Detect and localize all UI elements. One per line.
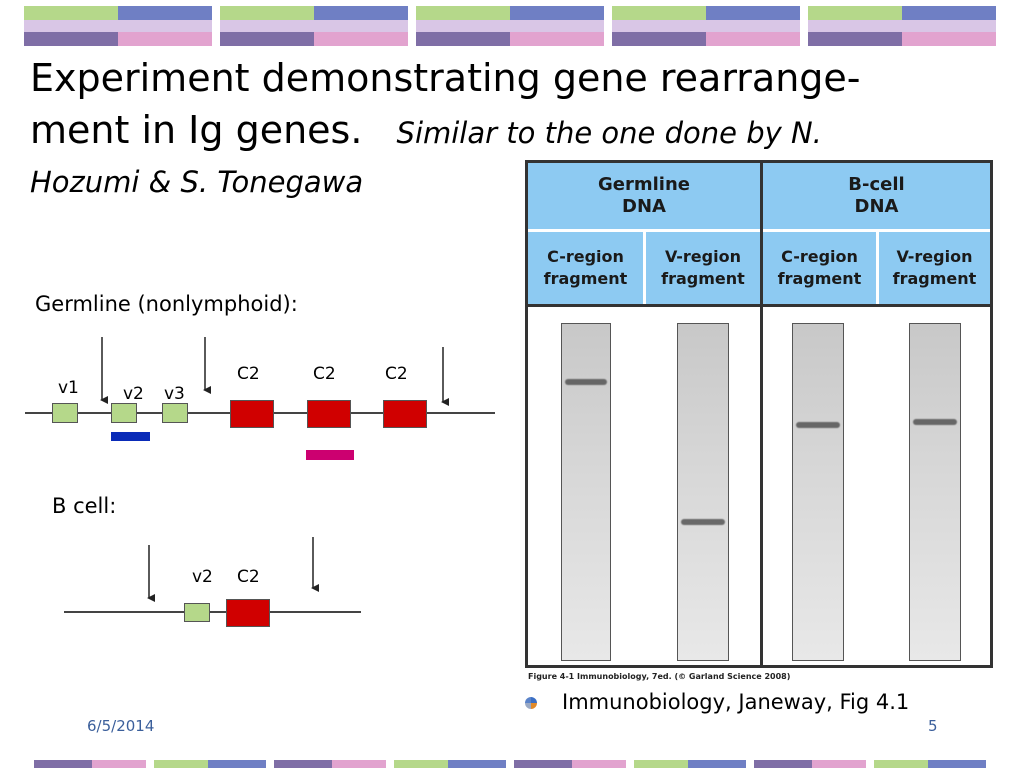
germline-v2-segment — [111, 403, 137, 423]
fig-col-header-1-line2: fragment — [543, 269, 628, 288]
title-subtitle-2: Hozumi & S. Tonegawa — [30, 165, 364, 199]
footer-tile — [754, 760, 812, 768]
title-line-2: ment in Ig genes. Similar to the one don… — [30, 104, 980, 159]
fig-header-germline: Germline DNA — [528, 163, 760, 229]
footer-tile — [274, 760, 332, 768]
footer-page-number: 5 — [928, 717, 938, 735]
footer-date: 6/5/2014 — [87, 717, 155, 735]
fig-col-header-2-line1: V-region — [665, 247, 741, 266]
bcell-c-segment — [226, 599, 270, 627]
germline-c-label-2: C2 — [313, 364, 336, 384]
germline-c-segment-1 — [230, 400, 274, 428]
header-tile-5 — [808, 6, 996, 46]
bullet-icon — [525, 697, 537, 709]
germline-c-label-3: C2 — [385, 364, 408, 384]
footer-tile — [634, 760, 688, 768]
blot-lane-1 — [561, 323, 611, 661]
fig-header-germline-line2: DNA — [622, 196, 666, 217]
footer-tile — [688, 760, 746, 768]
blot-band — [565, 379, 607, 385]
southern-blot-figure: Germline DNA B-cell DNA C-region fragmen… — [525, 160, 993, 668]
fig-header-bcell: B-cell DNA — [763, 163, 990, 229]
blot-lane-3 — [792, 323, 844, 661]
footer-tile — [154, 760, 208, 768]
header-tile-2 — [220, 6, 408, 46]
blot-lane-2 — [677, 323, 729, 661]
blot-band — [913, 419, 957, 425]
germline-c-segment-2 — [307, 400, 351, 428]
germline-v2-label: v2 — [123, 384, 144, 404]
fig-col-header-3: C-region fragment — [763, 232, 876, 304]
fig-header-germline-line1: Germline — [598, 174, 690, 195]
blot-band — [796, 422, 840, 428]
footer-tile — [928, 760, 986, 768]
title-line-2-main: ment in Ig genes. — [30, 108, 363, 152]
title-line-1: Experiment demonstrating gene rearrange- — [30, 56, 861, 100]
fig-col-header-2: V-region fragment — [646, 232, 760, 304]
blot-band — [681, 519, 725, 525]
germline-label: Germline (nonlymphoid): — [35, 292, 298, 316]
fig-col-header-2-line2: fragment — [661, 269, 745, 288]
footer-tile — [514, 760, 572, 768]
fig-divider-horizontal — [528, 304, 990, 307]
v-probe-bar — [111, 432, 150, 441]
fig-col-header-3-line2: fragment — [777, 269, 862, 288]
header-tile-4 — [612, 6, 800, 46]
fig-col-header-4: V-region fragment — [879, 232, 990, 304]
fig-col-header-3-line1: C-region — [781, 247, 858, 266]
bcell-c-label: C2 — [237, 567, 260, 587]
fig-header-bcell-line2: DNA — [854, 196, 899, 217]
footer-tile — [92, 760, 146, 768]
footer-tile — [332, 760, 386, 768]
fig-col-header-1-line1: C-region — [547, 247, 624, 266]
germline-c-label-1: C2 — [237, 364, 260, 384]
footer-tile — [572, 760, 626, 768]
germline-v3-segment — [162, 403, 188, 423]
figure-caption: Figure 4-1 Immunobiology, 7ed. (© Garlan… — [528, 672, 791, 681]
fig-header-bcell-line1: B-cell — [848, 174, 905, 195]
footer-tile — [34, 760, 92, 768]
footer-tile — [394, 760, 448, 768]
germline-v1-label: v1 — [58, 378, 79, 398]
bcell-v2-label: v2 — [192, 567, 213, 587]
slide-title: Experiment demonstrating gene rearrange-… — [30, 52, 980, 159]
footer-tile — [448, 760, 506, 768]
blot-lane-4 — [909, 323, 961, 661]
fig-col-header-1: C-region fragment — [528, 232, 643, 304]
footer-tile — [208, 760, 266, 768]
c-probe-bar — [306, 450, 354, 460]
bcell-dna-line — [64, 611, 361, 613]
germline-v1-segment — [52, 403, 78, 423]
bcell-label: B cell: — [52, 494, 117, 518]
germline-c-segment-3 — [383, 400, 427, 428]
bcell-v2-segment — [184, 603, 210, 622]
reference-text: Immunobiology, Janeway, Fig 4.1 — [562, 690, 910, 714]
germline-v3-label: v3 — [164, 384, 185, 404]
header-tile-1 — [24, 6, 212, 46]
fig-divider-vertical — [760, 163, 763, 668]
fig-col-header-4-line1: V-region — [896, 247, 973, 266]
footer-tile — [812, 760, 866, 768]
fig-col-header-4-line2: fragment — [892, 269, 977, 288]
title-subtitle-1: Similar to the one done by N. — [396, 116, 822, 150]
footer-tile — [874, 760, 928, 768]
header-tile-3 — [416, 6, 604, 46]
